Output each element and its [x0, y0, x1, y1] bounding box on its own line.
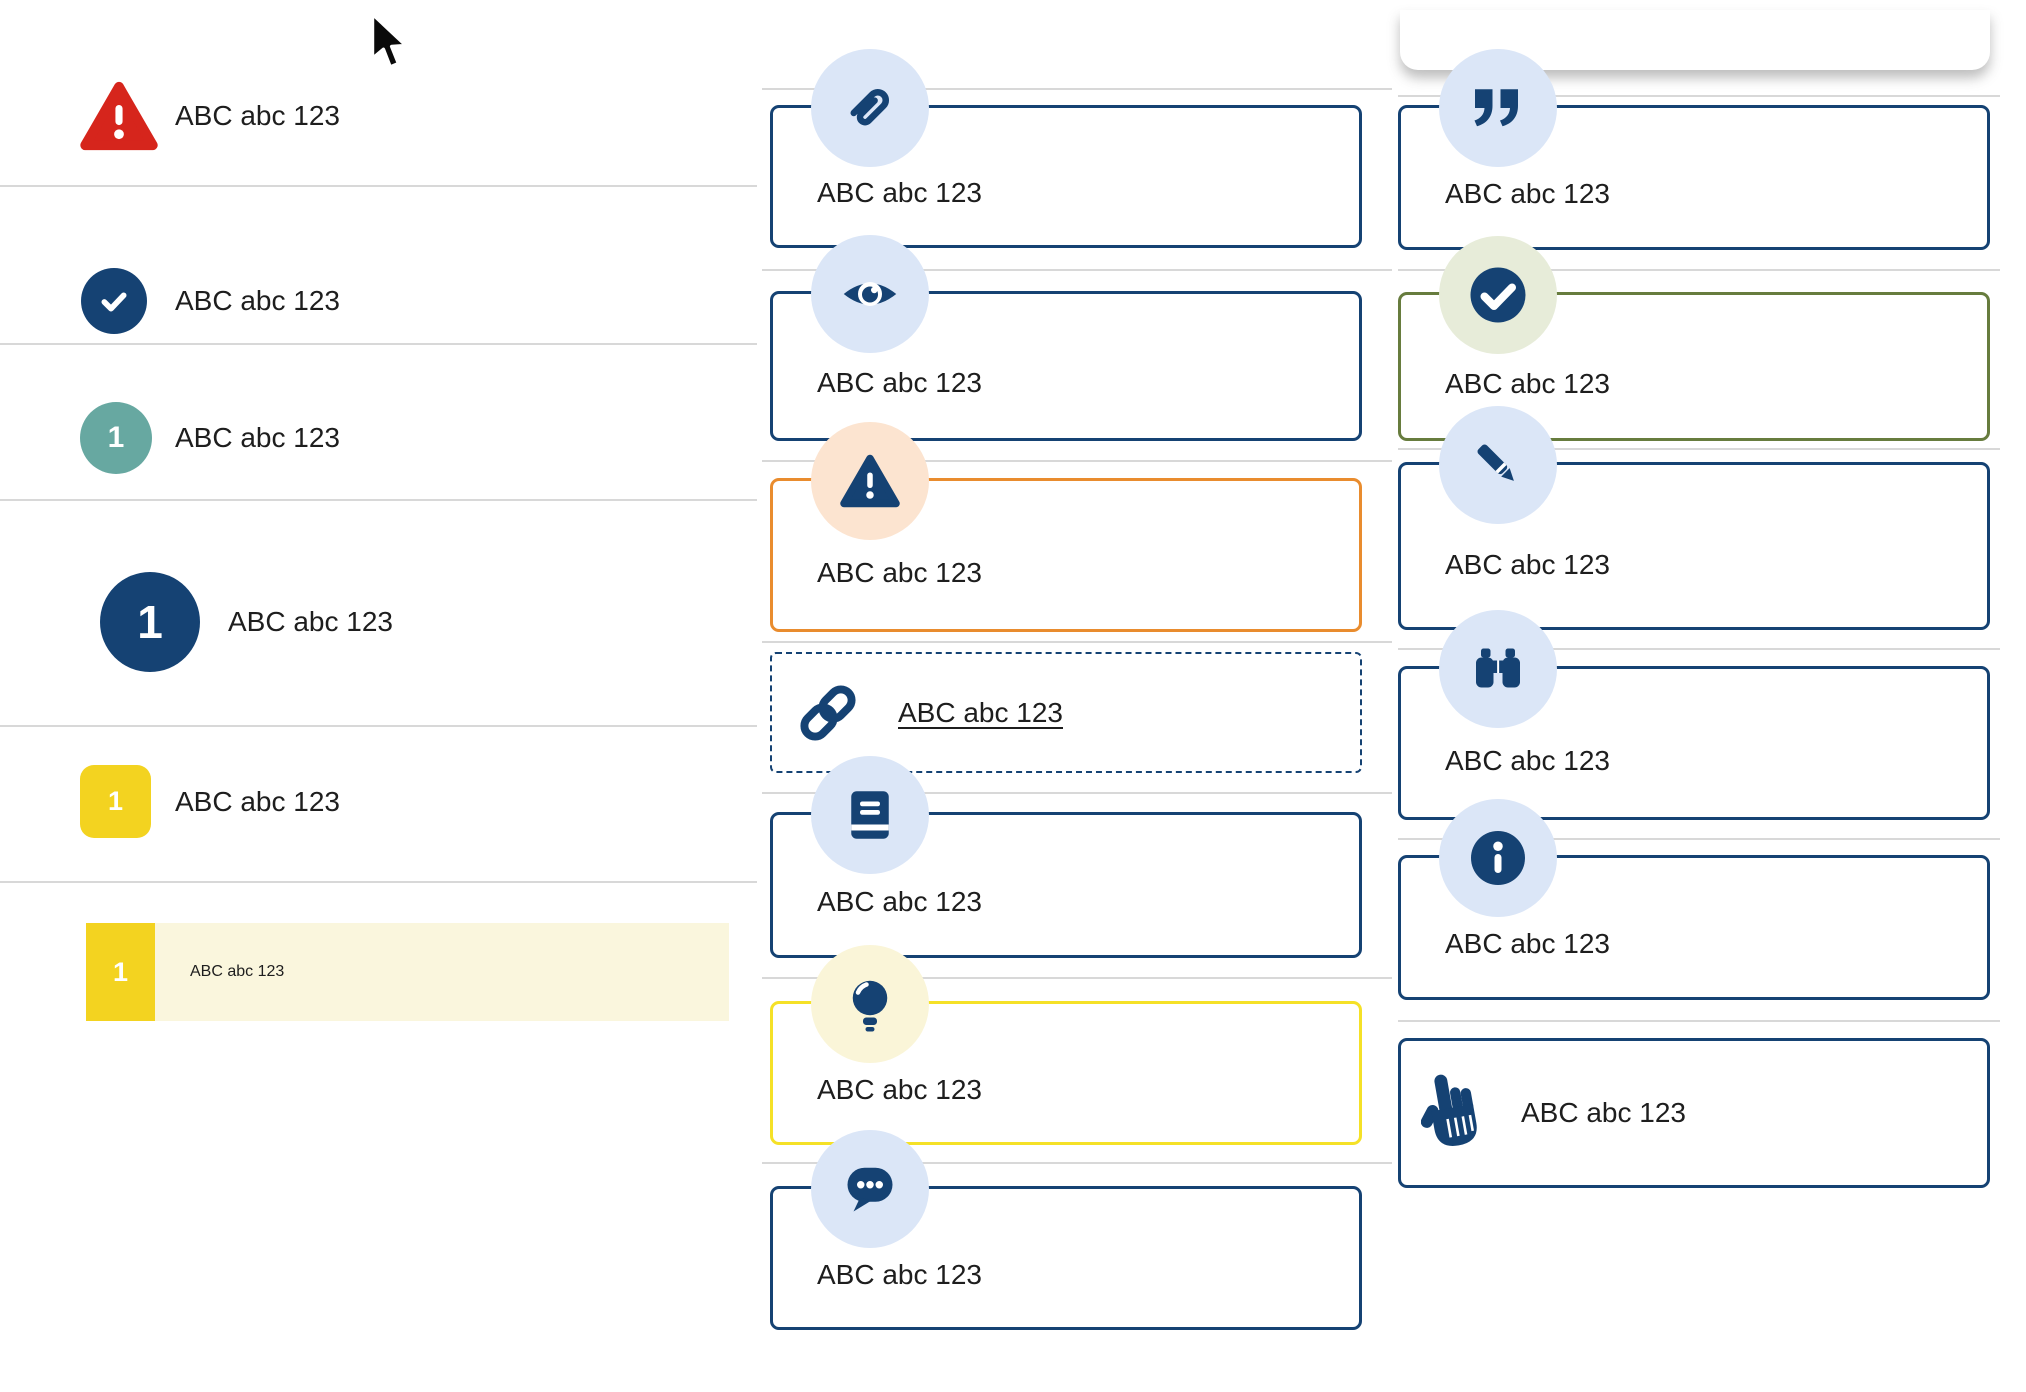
callout-book: ABC abc 123: [770, 756, 1362, 958]
callout-tip: ABC abc 123: [770, 945, 1362, 1145]
eye-icon: [811, 235, 929, 353]
list-item-label: ABC abc 123: [228, 606, 393, 637]
link-icon: [800, 684, 856, 741]
list-item-step-yellow[interactable]: 1 ABC abc 123: [80, 765, 340, 838]
navy-number-badge-large: 1: [100, 572, 200, 672]
info-icon: [1439, 799, 1557, 917]
callout-label: ABC abc 123: [1445, 744, 1610, 776]
callout-action: ABC abc 123: [1398, 1038, 1990, 1188]
callout-info: ABC abc 123: [1398, 799, 1990, 1000]
check-circle-icon: [81, 268, 147, 334]
callout-label: ABC abc 123: [1445, 178, 1610, 210]
list-item-warning[interactable]: ABC abc 123: [80, 80, 340, 152]
callout-label: ABC abc 123: [1445, 928, 1610, 960]
paperclip-icon: [811, 49, 929, 167]
book-icon: [811, 756, 929, 874]
divider: [762, 641, 1392, 643]
callout-attachment: ABC abc 123: [770, 49, 1362, 248]
divider: [762, 1162, 1392, 1164]
alert-triangle-icon: [80, 81, 158, 151]
callout-label: ABC abc 123: [817, 367, 982, 399]
divider: [762, 792, 1392, 794]
callout-label: ABC abc 123: [1445, 367, 1610, 399]
chat-icon: [811, 1130, 929, 1248]
yellow-number-badge: 1: [80, 765, 151, 838]
divider: [1398, 448, 2000, 450]
divider: [762, 460, 1392, 462]
pointing-hand-icon: [1421, 1074, 1477, 1146]
pencil-icon: [1439, 406, 1557, 524]
list-item-check[interactable]: ABC abc 123: [81, 268, 340, 334]
divider: [1398, 1020, 2000, 1022]
mouse-cursor-icon: [370, 12, 408, 69]
list-item-step-large[interactable]: 1 ABC abc 123: [100, 572, 393, 672]
list-item-label: ABC abc 123: [175, 100, 340, 131]
teal-number-badge: 1: [80, 402, 152, 474]
divider: [762, 88, 1392, 90]
list-item-label: ABC abc 123: [175, 422, 340, 453]
divider: [1398, 648, 2000, 650]
lightbulb-icon: [811, 945, 929, 1063]
callout-visibility: ABC abc 123: [770, 235, 1362, 441]
divider: [762, 269, 1392, 271]
divider: [0, 725, 757, 727]
callout-label: ABC abc 123: [817, 176, 982, 208]
callout-quote: ABC abc 123: [1398, 49, 1990, 250]
callout-warning: ABC abc 123: [770, 422, 1362, 632]
yellow-number-badge: 1: [86, 923, 155, 1021]
callout-label: ABC abc 123: [817, 1073, 982, 1105]
quote-icon: [1439, 49, 1557, 167]
divider: [0, 343, 757, 345]
list-item-step-highlighted[interactable]: 1 ABC abc 123: [86, 923, 729, 1021]
callout-label: ABC abc 123: [817, 885, 982, 917]
list-item-label: ABC abc 123: [175, 785, 340, 817]
divider: [762, 977, 1392, 979]
callout-link: ABC abc 123: [770, 652, 1362, 773]
highlight-strip: ABC abc 123: [155, 923, 729, 1021]
divider: [1398, 95, 2000, 97]
divider: [0, 881, 757, 883]
check-circle-icon: [1439, 236, 1557, 354]
divider: [0, 499, 757, 501]
list-item-label: ABC abc 123: [175, 285, 340, 316]
divider: [0, 185, 757, 187]
callout-label: ABC abc 123: [1445, 549, 1610, 581]
binoculars-icon: [1439, 610, 1557, 728]
callout-label: ABC abc 123: [817, 1258, 982, 1290]
callout-label: ABC abc 123: [817, 556, 982, 588]
divider: [1398, 838, 2000, 840]
divider: [1398, 269, 2000, 271]
warning-icon: [811, 422, 929, 540]
callout-label: ABC abc 123: [1521, 1097, 1686, 1128]
callout-edit: ABC abc 123: [1398, 406, 1990, 630]
callout-search: ABC abc 123: [1398, 610, 1990, 820]
list-item-label: ABC abc 123: [190, 963, 285, 980]
callout-link-anchor[interactable]: ABC abc 123: [898, 696, 1063, 728]
list-item-step-teal[interactable]: 1 ABC abc 123: [80, 402, 340, 474]
callout-chat: ABC abc 123: [770, 1130, 1362, 1330]
